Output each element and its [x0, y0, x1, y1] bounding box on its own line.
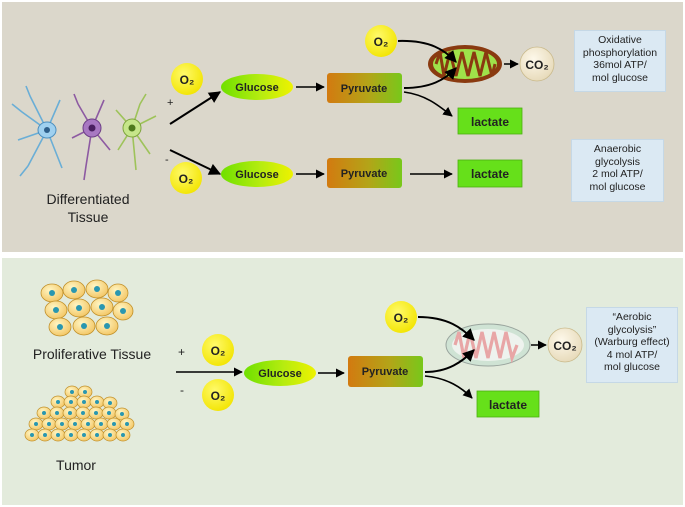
top-o2-circle-mito — [365, 25, 397, 57]
mitochondrion-normal-icon — [428, 45, 502, 83]
aerobic-box-line1: “Aerobic — [612, 311, 652, 323]
top-lactate-node-lower — [457, 159, 523, 188]
top-arrow-o2-mitochondrion — [397, 39, 457, 63]
bottom-lactate-node — [476, 390, 540, 418]
top-glucose-label-lower: Glucose — [235, 169, 278, 181]
top-arrow-pyruvate-mitochondrion — [403, 67, 457, 89]
top-pyruvate-node-lower — [327, 158, 402, 188]
oxidative-box-line3: 36mol ATP/ — [593, 59, 647, 71]
top-branch-arrow-up — [169, 91, 222, 125]
top-o2-label-lower: O₂ — [179, 172, 194, 186]
bottom-co2-circle — [547, 327, 583, 363]
proliferative-cells-illustration — [40, 279, 134, 337]
bottom-pyruvate-label: Pyruvate — [362, 366, 408, 378]
top-plus-sign: + — [167, 97, 173, 109]
differentiated-panel — [2, 2, 683, 252]
top-co2-circle — [519, 46, 555, 82]
mitochondrion-tumor-icon — [445, 323, 531, 367]
top-branch-arrow-down — [169, 149, 222, 175]
top-minus-sign: - — [165, 154, 169, 166]
bottom-pyruvate-node — [348, 356, 423, 387]
bottom-glucose-node — [244, 360, 316, 386]
top-lactate-label-upper: lactate — [471, 115, 509, 129]
bottom-o2-circle-lower — [202, 379, 234, 411]
tumor-cells-illustration — [24, 385, 135, 442]
aerobic-box-line5: mol glucose — [603, 361, 661, 373]
bottom-o2-label-mito: O₂ — [394, 311, 409, 325]
bottom-arrow-pyruvate-lactate — [424, 375, 473, 399]
top-lactate-label-lower: lactate — [471, 167, 509, 181]
aerobic-box-line4: 4 mol ATP/ — [606, 348, 658, 361]
bottom-minus-sign: - — [180, 383, 184, 397]
aerobic-box-line3: (Warburg effect) — [594, 336, 670, 348]
bottom-plus-sign: + — [178, 345, 185, 359]
bottom-lactate-label: lactate — [489, 398, 527, 412]
differentiated-tissue-title-line1: Differentiated — [46, 191, 129, 207]
top-o2-label-mito: O₂ — [374, 35, 389, 49]
top-glucose-node-upper — [221, 74, 293, 100]
top-glucose-node-lower — [221, 161, 293, 187]
anaerobic-box-line4: mol glucose — [589, 180, 646, 193]
oxidative-phosphorylation-box: Oxidative phosphorylation 36mol ATP/ mol… — [574, 30, 666, 92]
bottom-co2-label: CO₂ — [553, 339, 576, 353]
top-pyruvate-node-upper — [327, 73, 402, 103]
aerobic-glycolysis-box: “Aerobic glycolysis” (Warburg effect) 4 … — [586, 307, 678, 383]
bottom-o2-label-lower: O₂ — [211, 389, 226, 403]
top-arrow-pyruvate-lactate — [403, 91, 453, 117]
anaerobic-glycolysis-box: Anaerobic glycolysis 2 mol ATP/ mol gluc… — [571, 139, 664, 202]
anaerobic-box-line3: 2 mol ATP/ — [592, 168, 643, 180]
top-o2-label-upper: O₂ — [180, 73, 195, 87]
oxidative-box-line2: phosphorylation — [582, 46, 658, 59]
top-o2-circle-upper — [171, 63, 203, 95]
oxidative-box-line4: mol glucose — [591, 71, 649, 84]
oxidative-box-line1: Oxidative — [598, 34, 642, 46]
anaerobic-box-line2: glycolysis — [595, 155, 640, 168]
aerobic-box-line2: glycolysis” — [607, 323, 657, 336]
bottom-o2-label-upper: O₂ — [211, 344, 226, 358]
top-pyruvate-label-upper: Pyruvate — [341, 83, 387, 95]
bottom-arrow-pyruvate-mitochondrion — [424, 349, 475, 373]
differentiated-cells-illustration — [11, 85, 157, 181]
anaerobic-box-line1: Anaerobic — [593, 143, 642, 155]
top-o2-circle-lower — [170, 162, 202, 194]
tumor-label: Tumor — [56, 457, 96, 473]
bottom-glucose-label: Glucose — [258, 368, 301, 380]
differentiated-tissue-title-line2: Tissue — [68, 209, 109, 225]
bottom-o2-circle-mito — [385, 301, 417, 333]
top-glucose-label-upper: Glucose — [235, 82, 278, 94]
top-pyruvate-label-lower: Pyruvate — [341, 168, 387, 180]
top-lactate-node-upper — [457, 107, 523, 135]
bottom-o2-circle-upper — [202, 334, 234, 366]
bottom-arrow-o2-mitochondrion — [417, 316, 475, 341]
proliferative-tissue-label: Proliferative Tissue — [33, 346, 151, 362]
top-co2-label: CO₂ — [525, 58, 548, 72]
